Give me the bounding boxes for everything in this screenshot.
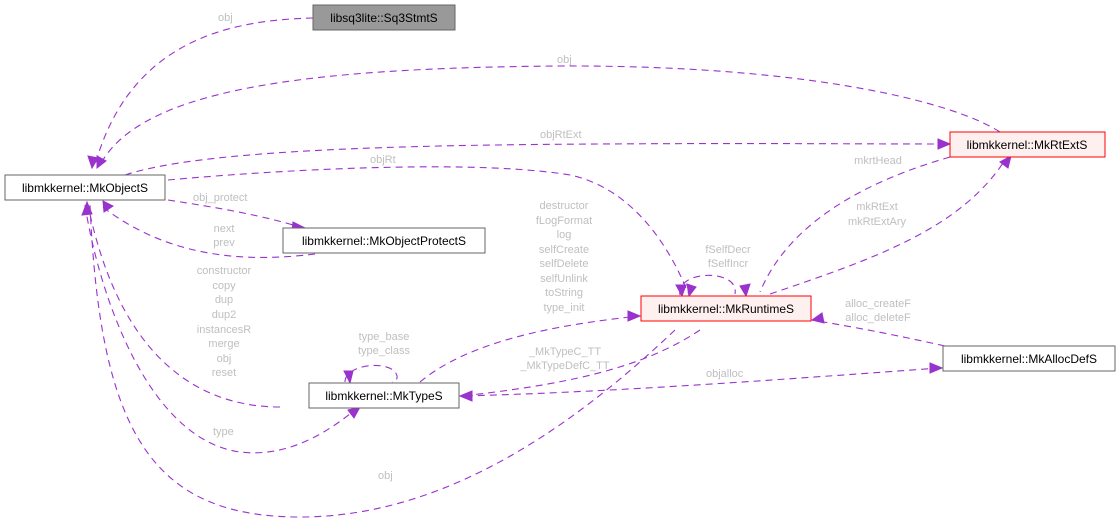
edge-label-selfcreate: selfCreate	[539, 244, 589, 256]
arrowhead-runtime-left	[627, 310, 642, 322]
edge-label-type-base: type_base	[359, 331, 410, 343]
node-mkallocdefs[interactable]: libmkkernel::MkAllocDefS	[942, 345, 1116, 372]
edge-label-obj-protect: obj_protect	[193, 192, 247, 204]
node-mkobjects-box[interactable]	[4, 174, 166, 201]
edge-label-mkrtextary: mkRtExtAry	[848, 216, 907, 228]
arrowhead-allocdef-left	[929, 362, 944, 374]
arrowhead-runtime-top-b	[686, 283, 697, 298]
edge-objrt	[167, 166, 689, 294]
edge-label-merge: merge	[208, 338, 239, 350]
edge-label-next: next	[214, 223, 235, 235]
edge-objrtext	[124, 143, 941, 176]
arrowhead-objects-right	[102, 200, 114, 213]
edge-label-destructor: destructor	[540, 200, 589, 212]
edge-label-alloc-deletef: alloc_deleteF	[845, 312, 911, 324]
node-mkrtexts[interactable]: libmkkernel::MkRtExtS	[949, 131, 1106, 158]
edge-label-mkrthead: mkrtHead	[854, 155, 902, 167]
edge-label-sq3-obj: obj	[218, 12, 233, 24]
edge-label-obj: obj	[217, 353, 232, 365]
arrowhead-objects-top-a	[87, 155, 99, 170]
node-mkruntimes-box[interactable]	[640, 295, 812, 322]
edge-type-members	[87, 204, 281, 408]
node-mkobjectprotects-box[interactable]	[282, 227, 486, 254]
node-mkobjects[interactable]: libmkkernel::MkObjectS	[4, 174, 166, 201]
edge-label-type-init: type_init	[544, 302, 585, 314]
node-mkallocdefs-label: libmkkernel::MkAllocDefS	[961, 352, 1097, 366]
edge-label-objalloc: objalloc	[706, 368, 744, 380]
edge-label-objrtext: objRtExt	[540, 129, 582, 141]
arrowhead-runtime-top-c	[739, 283, 751, 298]
node-mkrtexts-label: libmkkernel::MkRtExtS	[967, 138, 1088, 152]
arrowhead-objects-top-b	[96, 155, 107, 170]
edge-next-prev	[99, 204, 316, 259]
arrowhead-rtext-bottom	[999, 155, 1012, 169]
edge-typec	[461, 329, 701, 397]
node-mkruntimes-label: libmkkernel::MkRuntimeS	[658, 302, 794, 316]
edge-label-mkrtext: mkRtExt	[856, 201, 898, 213]
node-mkruntimes[interactable]: libmkkernel::MkRuntimeS	[640, 295, 812, 322]
edge-label-dup2: dup2	[212, 309, 236, 321]
node-sq3stmts-label: libsq3lite::Sq3StmtS	[330, 11, 437, 25]
node-mkallocdefs-box[interactable]	[942, 345, 1116, 372]
edge-mkrthead	[759, 156, 951, 293]
edge-label-fselfdecr: fSelfDecr	[705, 244, 751, 256]
edge-runtime-members	[419, 316, 631, 383]
edge-label-selfunlink: selfUnlink	[540, 273, 588, 285]
node-sq3stmts-box[interactable]	[312, 4, 456, 31]
edge-runtime-self	[679, 274, 736, 296]
node-mkobjectprotects-label: libmkkernel::MkObjectProtectS	[302, 234, 466, 248]
edge-label-mktypedefc-tt: _MkTypeDefC_TT	[519, 360, 610, 372]
arrowhead-types-self	[343, 370, 354, 385]
edge-label-reset: reset	[212, 367, 236, 379]
edge-objalloc	[461, 367, 941, 397]
edge-label-prev: prev	[213, 237, 235, 249]
edge-label-flogformat: fLogFormat	[536, 215, 592, 227]
edge-type	[84, 204, 356, 454]
arrowhead-objects-bottom	[81, 200, 93, 216]
edge-labels-type-members: constructor copy dup dup2 instancesR mer…	[197, 265, 252, 379]
edge-label-dup: dup	[215, 294, 233, 306]
edge-label-alloc-createf: alloc_createF	[845, 298, 911, 310]
node-mktypes-label: libmkkernel::MkTypeS	[325, 389, 442, 403]
edge-label-selfdelete: selfDelete	[540, 258, 589, 270]
edge-labels-runtime-members: destructor fLogFormat log selfCreate sel…	[536, 200, 592, 314]
edge-alloc	[811, 319, 946, 347]
edge-sq3stmt-obj	[94, 17, 314, 166]
arrowhead-types-bottom	[347, 406, 361, 419]
edge-label-log: log	[557, 229, 572, 241]
edge-label-rtext-obj: obj	[557, 54, 572, 66]
arrowhead-runtime-right	[810, 312, 825, 324]
edge-label-mktypec-tt: _MkTypeC_TT	[528, 346, 601, 358]
edge-label-copy: copy	[212, 280, 236, 292]
edge-label-objrt: objRt	[370, 154, 396, 166]
edge-labels: obj obj objRtExt objRt obj_protect next …	[193, 12, 911, 482]
edge-obj-protect	[167, 199, 301, 228]
node-mktypes[interactable]: libmkkernel::MkTypeS	[308, 382, 460, 409]
node-mkobjectprotects[interactable]: libmkkernel::MkObjectProtectS	[282, 227, 486, 254]
node-mktypes-box[interactable]	[308, 382, 460, 409]
arrowhead-rtext-left	[937, 138, 952, 150]
arrowhead-types-right	[458, 390, 473, 402]
arrowhead-runtime-top-a	[675, 284, 687, 298]
edge-label-type: type	[213, 426, 234, 438]
edge-label-runtime-obj: obj	[378, 470, 393, 482]
edge-label-fselfincr: fSelfIncr	[708, 258, 749, 270]
edge-label-instancesr: instancesR	[197, 324, 251, 336]
arrowheads	[81, 138, 1012, 419]
node-mkobjects-label: libmkkernel::MkObjectS	[22, 181, 148, 195]
node-sq3stmts[interactable]: libsq3lite::Sq3StmtS	[312, 4, 456, 31]
node-mkrtexts-box[interactable]	[949, 131, 1106, 158]
edge-label-constructor: constructor	[197, 265, 252, 277]
edge-mkrtext	[769, 159, 1006, 295]
edge-rtext-obj	[99, 65, 1001, 166]
edge-label-tostring: toString	[545, 287, 583, 299]
edge-label-type-class: type_class	[358, 345, 410, 357]
